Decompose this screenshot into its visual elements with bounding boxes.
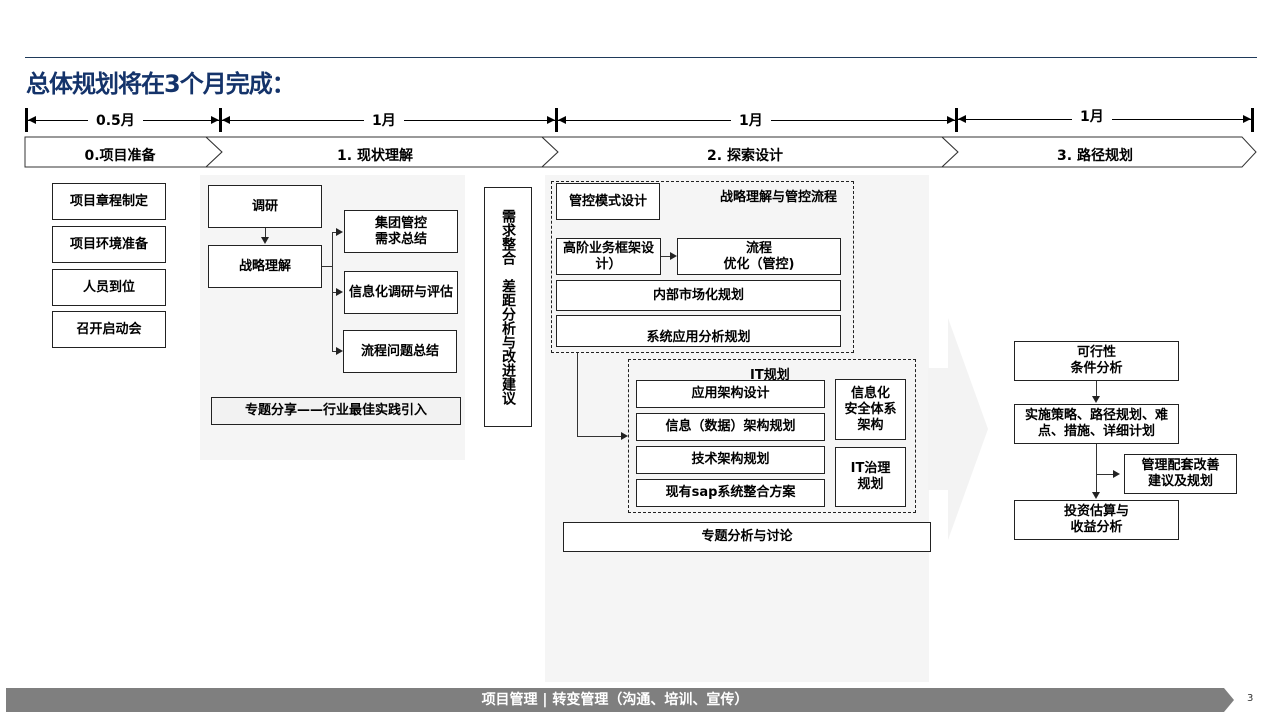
task-it-governance: IT治理 规划 bbox=[835, 447, 906, 507]
header-rule bbox=[25, 57, 1257, 58]
timeline-tick bbox=[555, 108, 558, 132]
task-supporting-improvements: 管理配套改善 建议及规划 bbox=[1124, 454, 1237, 494]
connector bbox=[577, 436, 622, 438]
arrow-left-icon bbox=[958, 115, 966, 123]
task-app-architecture: 应用架构设计 bbox=[636, 380, 825, 408]
arrow-right-icon bbox=[621, 432, 628, 440]
duration-label: 0.5月 bbox=[88, 110, 143, 130]
task-research: 调研 bbox=[208, 185, 322, 228]
task-staffing: 人员到位 bbox=[52, 269, 166, 306]
arrow-right-icon bbox=[211, 116, 219, 124]
arrow-right-icon bbox=[336, 347, 343, 355]
task-kickoff: 召开启动会 bbox=[52, 311, 166, 348]
output-group-control: 集团管控 需求总结 bbox=[344, 210, 458, 253]
integration-gap-analysis: 需求整合 差距分析与改进建议 bbox=[484, 187, 532, 427]
it-planning-group bbox=[628, 359, 916, 513]
phase-chevron-bar bbox=[24, 136, 1257, 168]
task-internal-market: 内部市场化规划 bbox=[556, 280, 841, 311]
phase-label-current: 1. 现状理解 bbox=[337, 148, 413, 164]
arrow-left-icon bbox=[222, 116, 230, 124]
task-strategy: 战略理解 bbox=[208, 245, 322, 288]
it-planning-title: IT规划 bbox=[750, 368, 790, 383]
connector bbox=[577, 353, 579, 437]
connector bbox=[332, 232, 337, 234]
footer-text: 项目管理 | 转变管理（沟通、培训、宣传） bbox=[481, 692, 749, 708]
task-environment: 项目环境准备 bbox=[52, 226, 166, 263]
footer: 项目管理 | 转变管理（沟通、培训、宣传） bbox=[6, 688, 1234, 712]
arrow-right-icon bbox=[1113, 470, 1120, 478]
task-feasibility: 可行性 条件分析 bbox=[1014, 341, 1179, 381]
task-system-app: 系统应用分析规划 bbox=[556, 315, 841, 347]
task-control-mode: 管控模式设计 bbox=[556, 183, 660, 220]
page-number: 3 bbox=[1247, 693, 1254, 704]
arrow-right-icon bbox=[336, 288, 343, 296]
connector bbox=[1096, 381, 1098, 396]
arrow-down-icon bbox=[1092, 396, 1100, 403]
duration-label: 1月 bbox=[731, 110, 771, 130]
arrow-down-icon bbox=[261, 237, 269, 244]
connector bbox=[265, 228, 267, 238]
connector bbox=[332, 351, 337, 353]
arrow-right-icon bbox=[1243, 115, 1251, 123]
task-sap-integration: 现有sap系统整合方案 bbox=[636, 479, 825, 507]
phase-transition-arrow-icon bbox=[928, 318, 988, 540]
connector bbox=[1096, 444, 1098, 493]
task-data-architecture: 信息（数据）架构规划 bbox=[636, 413, 825, 441]
phase-label-prep: 0.项目准备 bbox=[84, 148, 156, 164]
page-title: 总体规划将在3个月完成： bbox=[26, 70, 296, 98]
duration-label: 1月 bbox=[364, 110, 404, 130]
output-it-assessment: 信息化调研与评估 bbox=[344, 271, 458, 314]
arrow-down-icon bbox=[1092, 492, 1100, 499]
connector bbox=[332, 292, 337, 294]
task-business-framework: 高阶业务框架设计） bbox=[556, 238, 661, 275]
task-tech-architecture: 技术架构规划 bbox=[636, 446, 825, 474]
phase-label-roadmap: 3. 路径规划 bbox=[1057, 148, 1133, 164]
output-process-issues: 流程问题总结 bbox=[343, 330, 457, 373]
arrow-right-icon bbox=[947, 116, 955, 124]
arrow-right-icon bbox=[670, 252, 677, 260]
connector bbox=[1096, 474, 1114, 476]
duration-label: 1月 bbox=[1072, 106, 1112, 126]
task-investment-analysis: 投资估算与 收益分析 bbox=[1014, 500, 1179, 540]
phase-chevron-3 bbox=[940, 136, 1257, 168]
task-security-architecture: 信息化 安全体系 架构 bbox=[835, 379, 906, 440]
footer-bar bbox=[6, 688, 1234, 712]
strategy-group bbox=[551, 181, 854, 353]
timeline-tick bbox=[25, 108, 28, 132]
timeline-tick bbox=[219, 108, 222, 132]
topic-analysis: 专题分析与讨论 bbox=[563, 522, 931, 552]
timeline-tick bbox=[955, 108, 958, 132]
task-process-optimization: 流程 优化（管控) bbox=[677, 238, 841, 275]
arrow-right-icon bbox=[336, 228, 343, 236]
topic-sharing: 专题分享——行业最佳实践引入 bbox=[211, 397, 461, 425]
timeline-tick bbox=[1251, 108, 1254, 132]
phase-label-explore: 2. 探索设计 bbox=[707, 148, 783, 164]
arrow-left-icon bbox=[28, 116, 36, 124]
arrow-right-icon bbox=[547, 116, 555, 124]
connector bbox=[661, 256, 671, 258]
arrow-left-icon bbox=[558, 116, 566, 124]
task-charter: 项目章程制定 bbox=[52, 183, 166, 220]
strategy-group-title: 战略理解与管控流程 bbox=[720, 190, 838, 205]
task-implementation-strategy: 实施策略、路径规划、难点、措施、详细计划 bbox=[1014, 404, 1179, 444]
connector bbox=[322, 266, 333, 268]
